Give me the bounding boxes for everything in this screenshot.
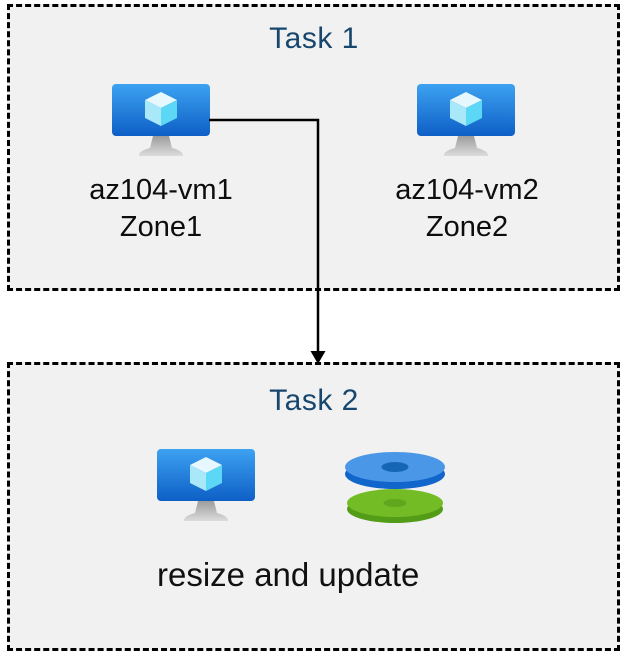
task1-title: Task 1 — [269, 22, 359, 55]
vm2-zone: Zone2 — [425, 211, 509, 243]
virtual-machine-icon — [112, 84, 210, 156]
managed-disks-icon — [345, 452, 445, 523]
vm1-label: az104-vm1 Zone1 — [89, 172, 232, 246]
vm1-name: az104-vm1 — [89, 174, 233, 206]
virtual-machine-icon — [417, 84, 515, 156]
task2-title: Task 2 — [269, 384, 359, 417]
vm2-name: az104-vm2 — [395, 174, 539, 206]
vm2-label: az104-vm2 Zone2 — [395, 172, 538, 246]
virtual-machine-icon — [157, 449, 255, 521]
vm1-zone: Zone1 — [119, 211, 203, 243]
task2-caption: resize and update — [157, 556, 420, 593]
task2-box — [7, 362, 620, 651]
